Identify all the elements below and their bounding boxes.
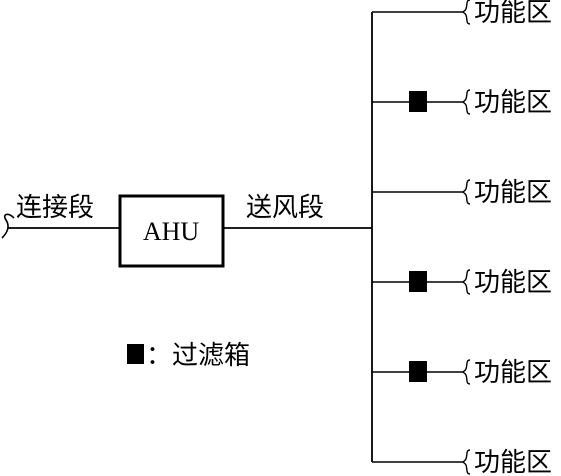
- zone-label: 功能区: [474, 448, 552, 476]
- filter-box-symbol: [409, 271, 427, 292]
- zone-branch: 功能区: [372, 448, 552, 476]
- filter-box-symbol: [409, 361, 427, 382]
- zone-branch: 功能区: [372, 0, 552, 28]
- legend-filter-symbol: [127, 344, 144, 364]
- legend-text: ：过滤箱: [146, 341, 250, 371]
- zone-branch: 功能区: [372, 268, 552, 298]
- inlet-break-mark: [1, 213, 15, 239]
- zone-break-mark: [461, 89, 471, 115]
- zone-branch: 功能区: [372, 88, 552, 118]
- zone-branch: 功能区: [372, 178, 552, 208]
- zone-break-mark: [461, 359, 471, 385]
- inlet-segment-label: 连接段: [16, 193, 94, 223]
- zone-break-mark: [461, 449, 471, 475]
- zone-break-mark: [461, 0, 471, 25]
- supply-segment-label: 送风段: [246, 193, 324, 223]
- zone-label: 功能区: [474, 88, 552, 118]
- filter-box-symbol: [409, 91, 427, 112]
- ahu-label: AHU: [143, 217, 200, 246]
- zone-break-mark: [461, 179, 471, 205]
- zone-label: 功能区: [474, 178, 552, 208]
- zone-label: 功能区: [474, 0, 552, 28]
- zone-label: 功能区: [474, 268, 552, 298]
- ahu-box: [118, 194, 225, 268]
- zone-label: 功能区: [474, 358, 552, 388]
- zone-break-mark: [461, 269, 471, 295]
- zone-branch: 功能区: [372, 358, 552, 388]
